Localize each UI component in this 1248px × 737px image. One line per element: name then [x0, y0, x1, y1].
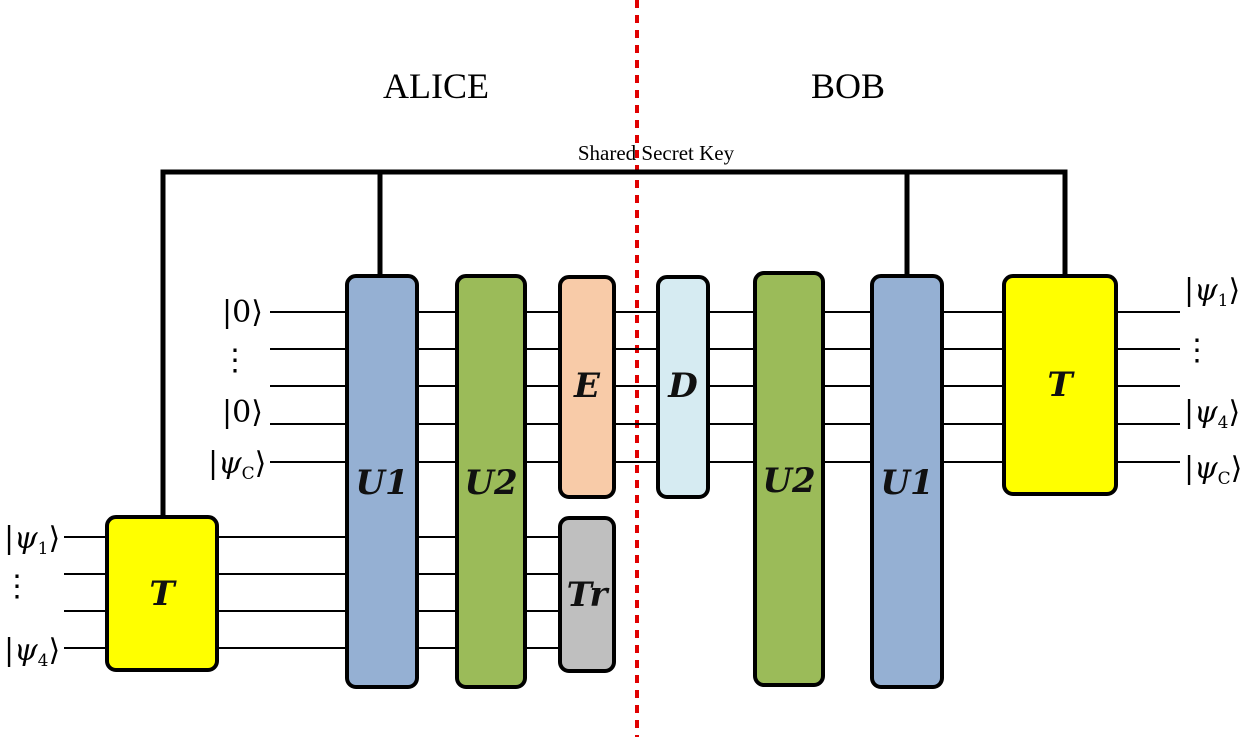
- gate-u1-bob-label: U1: [880, 463, 933, 503]
- ket-zero-bottom-text: |0⟩: [222, 395, 263, 430]
- ket-subscript: 1: [38, 539, 49, 559]
- gate-t-output: T: [1002, 274, 1118, 496]
- ket-psi4-input: |ψ4⟩: [4, 633, 60, 671]
- shared-key-bus: [160, 169, 1068, 517]
- gate-t-output-box: [1002, 274, 1118, 496]
- gate-e-box: [558, 275, 616, 499]
- ket-psi1-output-text: |ψ1⟩: [1184, 273, 1240, 311]
- ket-psi-symbol: ψ: [1194, 451, 1218, 486]
- gate-u2-bob-box: [753, 271, 825, 687]
- ket-zero-value: 0: [232, 395, 251, 430]
- ket-psi-symbol: ψ: [1194, 273, 1218, 308]
- gate-u1-alice-label: U1: [355, 463, 408, 503]
- gate-u1-bob-box: [870, 274, 944, 689]
- key-bus-line: [160, 169, 1068, 517]
- gate-t-output-label: T: [1047, 365, 1075, 405]
- ket-psi1-input-text: |ψ1⟩: [4, 521, 60, 559]
- gate-u1-alice: U1: [345, 274, 419, 689]
- gate-e-label: E: [573, 366, 601, 406]
- ket-psic-carrier: |ψC⟩: [208, 446, 266, 484]
- gate-d: D: [656, 275, 710, 499]
- gate-u2-alice-box: [455, 274, 527, 689]
- ket-subscript: 1: [1218, 291, 1229, 311]
- input-vdots: ⋮: [2, 569, 32, 604]
- ket-subscript: 4: [1218, 413, 1229, 433]
- ket-subscript: C: [1218, 469, 1231, 489]
- ket-psi-symbol: ψ: [14, 633, 38, 668]
- ket-zero-top-text: |0⟩: [222, 295, 263, 330]
- ket-psi-symbol: ψ: [1194, 395, 1218, 430]
- ket-psi4-output-text: |ψ4⟩: [1184, 395, 1240, 433]
- ket-subscript: 4: [38, 651, 49, 671]
- ket-zero-bottom: |0⟩: [222, 395, 263, 430]
- gate-u2-bob-label: U2: [762, 461, 815, 501]
- ket-psi1-output: |ψ1⟩: [1184, 273, 1240, 311]
- ket-psic-output: |ψC⟩: [1184, 451, 1242, 489]
- gate-t-input-box: [105, 515, 219, 672]
- shared-key-label: Shared Secret Key: [578, 141, 735, 165]
- gate-u2-alice: U2: [455, 274, 527, 689]
- gate-e: E: [558, 275, 616, 499]
- ket-psi-symbol: ψ: [14, 521, 38, 556]
- ket-psi1-input: |ψ1⟩: [4, 521, 60, 559]
- gate-u1-bob: U1: [870, 274, 944, 689]
- gate-t-input: T: [105, 515, 219, 672]
- gate-u1-alice-box: [345, 274, 419, 689]
- ket-psi4-output: |ψ4⟩: [1184, 395, 1240, 433]
- gate-tr-label: Tr: [567, 575, 610, 615]
- gate-d-label: D: [667, 366, 698, 406]
- ket-psic-output-text: |ψC⟩: [1184, 451, 1242, 489]
- ket-subscript: C: [242, 464, 255, 484]
- bob-label: BOB: [811, 66, 885, 106]
- alice-label: ALICE: [383, 66, 489, 106]
- gate-u2-alice-label: U2: [464, 463, 517, 503]
- ket-psi4-input-text: |ψ4⟩: [4, 633, 60, 671]
- gate-tr: Tr: [558, 516, 616, 673]
- gate-tr-box: [558, 516, 616, 673]
- ket-psic-carrier-text: |ψC⟩: [208, 446, 266, 484]
- ancilla-vdots: ⋮: [220, 343, 250, 378]
- ket-zero-value: 0: [232, 295, 251, 330]
- gate-t-input-label: T: [149, 574, 177, 614]
- output-vdots: ⋮: [1182, 333, 1212, 368]
- ket-psi-symbol: ψ: [218, 446, 242, 481]
- ket-zero-top: |0⟩: [222, 295, 263, 330]
- gate-u2-bob: U2: [753, 271, 825, 687]
- gate-d-box: [656, 275, 710, 499]
